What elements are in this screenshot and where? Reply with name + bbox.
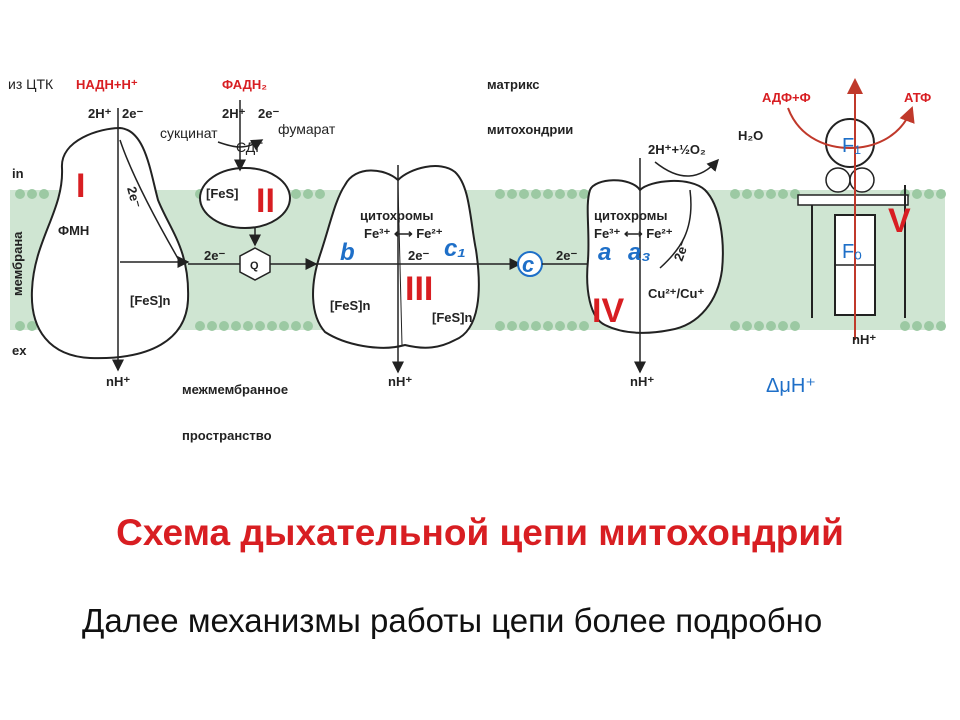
label-matrix-line-2: митохондрии [487, 122, 573, 137]
label-fmn: ФМН [58, 223, 89, 238]
label-cyt-b: b [340, 239, 355, 266]
label-cyt-a3: a₃ [628, 239, 651, 266]
label-2h-complex2: 2Н⁺ [222, 106, 246, 121]
complex-4 [586, 158, 724, 374]
label-nadh: НАДН+Н⁺ [76, 77, 138, 92]
label-2e-complex2: 2e⁻ [258, 106, 279, 121]
label-nh-complex5: nН⁺ [852, 332, 876, 347]
label-atp: АТФ [904, 90, 931, 105]
label-cyt-c: c [522, 252, 534, 277]
slide-title: Схема дыхательной цепи митохондрий [116, 512, 844, 553]
label-adp: АДФ+Ф [762, 90, 811, 105]
complex-1 [30, 108, 190, 372]
label-2e-complex4-inner: 2e⁻ [671, 238, 692, 263]
label-nh-complex1: nН⁺ [106, 374, 130, 389]
label-fadh2: ФАДН₂ [222, 77, 267, 92]
label-2e-complex1: 2e⁻ [122, 106, 143, 121]
label-water: H₂O [738, 128, 763, 143]
label-membrane: мембрана [10, 231, 25, 296]
label-cyt-a: a [598, 239, 611, 266]
label-2e-q: 2e⁻ [204, 248, 225, 263]
label-in: in [12, 166, 24, 181]
label-complex-2: II [256, 182, 275, 220]
label-fe-redox-complex4: Fe³⁺ ⟷ Fe²⁺ [594, 226, 673, 241]
label-fes-complex1: [FeS]n [130, 293, 171, 308]
label-cytochromes-complex4: цитохромы [594, 208, 667, 223]
label-sdh: СДГ [236, 139, 263, 155]
label-matrix-line-1: матрикс [487, 77, 540, 92]
label-q: Q [250, 260, 259, 272]
label-fes-complex3-left: [FeS]n [330, 298, 371, 313]
complex-5-atp-synthase [787, 78, 915, 340]
label-f1: F₁ [842, 135, 861, 157]
label-complex-1: I [76, 167, 85, 205]
slide-subtitle: Далее механизмы работы цепи более подроб… [82, 602, 823, 639]
label-fe-redox-complex3: Fe³⁺ ⟷ Fe²⁺ [364, 226, 443, 241]
label-nh-complex4: nН⁺ [630, 374, 654, 389]
label-2e-complex4-in: 2e⁻ [556, 248, 577, 263]
label-fo: Fₒ [842, 241, 862, 263]
label-intermembrane-line-2: пространство [182, 428, 272, 443]
label-fumarate: фумарат [278, 121, 336, 137]
label-nh-complex3: nН⁺ [388, 374, 412, 389]
label-cyt-c1: c₁ [444, 235, 466, 262]
label-2e-complex3: 2e⁻ [408, 248, 429, 263]
label-fes-complex2: [FeS] [206, 186, 239, 201]
label-complex-5: V [888, 202, 911, 240]
label-ex: ex [12, 343, 27, 358]
label-cytochromes-complex3: цитохромы [360, 208, 433, 223]
label-from-tca: из ЦТК [8, 76, 54, 92]
complex-3 [312, 165, 602, 374]
respiratory-chain-diagram: из ЦТК НАДН+Н⁺ 2Н⁺ 2e⁻ 2e⁻ in ex мембран… [8, 76, 946, 443]
label-2e-complex1-inner: 2e⁻ [124, 185, 144, 210]
label-delta-mu-h: ΔμН⁺ [766, 375, 816, 397]
ubiquinone-q [239, 247, 271, 281]
label-complex-4: IV [592, 292, 624, 330]
label-cu-redox: Cu²⁺/Cu⁺ [648, 286, 704, 301]
label-water-reaction: 2Н⁺+½O₂ [648, 142, 706, 157]
complex-2 [188, 100, 318, 281]
label-fes-complex3-right: [FeS]n [432, 310, 473, 325]
label-complex-3: III [405, 270, 433, 308]
label-intermembrane-line-1: межмембранное [182, 382, 288, 397]
label-succinate: сукцинат [160, 125, 218, 141]
label-2h-complex1: 2Н⁺ [88, 106, 112, 121]
